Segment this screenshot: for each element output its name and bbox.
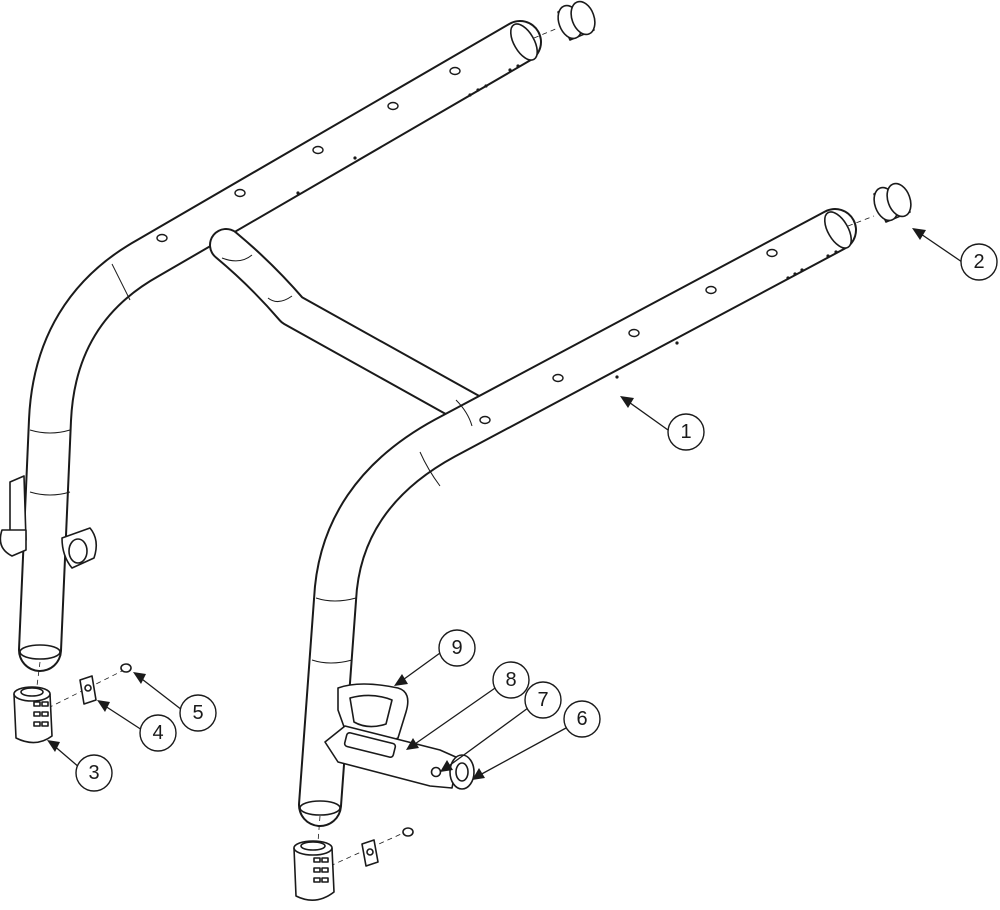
leaders — [47, 228, 963, 780]
callout-8-label: 8 — [505, 669, 516, 691]
hole — [628, 328, 640, 338]
hole — [312, 145, 324, 155]
hole — [552, 373, 564, 383]
part-6-clamp-bore — [455, 762, 469, 782]
back-rail-clamp — [0, 475, 98, 569]
callout-5: 5 — [179, 694, 217, 732]
end-plug-front — [873, 182, 912, 223]
hole — [705, 285, 717, 295]
callout-1-label: 1 — [680, 421, 691, 443]
part-5-screw-left — [120, 663, 132, 673]
hole — [234, 188, 246, 198]
callout-2-label: 2 — [973, 251, 984, 273]
front-rail-open-end — [823, 211, 853, 249]
right-bottom-parts — [293, 827, 414, 901]
callout-2: 2 — [960, 243, 998, 281]
hole — [156, 233, 168, 243]
part-7-screw — [430, 766, 442, 778]
end-plug-back — [557, 0, 596, 41]
back-rail-bottom-end — [19, 644, 61, 660]
callout-7: 7 — [524, 681, 562, 719]
front-frame-rail — [298, 208, 857, 827]
back-frame-rail — [18, 20, 542, 672]
socket-right — [293, 840, 335, 901]
part-3-socket-left — [13, 686, 53, 744]
callout-3: 3 — [75, 754, 113, 792]
callout-7-label: 7 — [537, 689, 548, 711]
part-8-slot — [343, 731, 397, 759]
callout-3-label: 3 — [88, 762, 99, 784]
hole — [766, 248, 778, 258]
front-rail-bottom-end — [299, 800, 341, 816]
callout-4-label: 4 — [152, 722, 163, 744]
front-rail-holes — [479, 248, 838, 425]
back-rail-holes — [156, 64, 520, 243]
callout-4: 4 — [139, 714, 177, 752]
callout-6: 6 — [563, 700, 601, 738]
left-bottom-parts — [13, 663, 132, 744]
callout-1: 1 — [667, 413, 705, 451]
hole — [479, 415, 491, 425]
screw-right — [402, 827, 414, 837]
hole — [449, 66, 461, 76]
part-2-end-plugs — [557, 0, 912, 223]
cross-brace — [209, 228, 492, 429]
part-9-strap-inner — [349, 694, 393, 728]
explosion-lines — [36, 27, 875, 867]
callout-5-label: 5 — [192, 702, 203, 724]
callout-9: 9 — [438, 629, 476, 667]
front-clamp-assembly — [324, 683, 475, 790]
hole — [387, 101, 399, 111]
callout-8: 8 — [492, 661, 530, 699]
back-rail-open-end — [509, 23, 539, 61]
tube-seams — [29, 254, 473, 664]
callout-9-label: 9 — [451, 637, 462, 659]
callout-6-label: 6 — [576, 708, 587, 730]
